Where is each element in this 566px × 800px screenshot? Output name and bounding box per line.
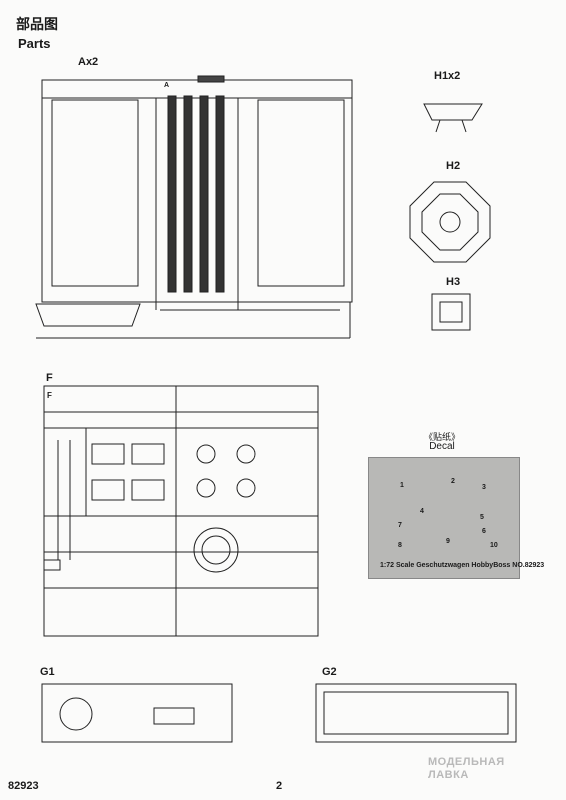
- decal-number-4: 4: [420, 508, 424, 515]
- sprue-a-right-block: [257, 99, 345, 287]
- part-h3-label: H3: [446, 276, 461, 288]
- watermark-line-2: ЛАВКА: [428, 769, 469, 781]
- decal-number-10: 10: [490, 542, 498, 549]
- page-number: 2: [276, 780, 283, 792]
- decal-number-9: 9: [446, 538, 450, 545]
- sprue-a-rail-1: [167, 95, 177, 293]
- sprue-a-tag: A: [164, 82, 170, 89]
- page-title-chinese: 部品图: [16, 16, 58, 32]
- decal-number-2: 2: [451, 478, 455, 485]
- decal-number-6: 6: [482, 528, 486, 535]
- decal-number-5: 5: [480, 514, 484, 521]
- sprue-f-frame: [43, 385, 319, 637]
- decal-number-7: 7: [398, 522, 402, 529]
- sprue-a-rail-3: [199, 95, 209, 293]
- part-h1: [423, 103, 483, 121]
- part-h1-label: H1x2: [434, 70, 461, 82]
- kit-code: 82923: [8, 780, 39, 792]
- decal-title-chinese: 《贴纸》: [423, 432, 460, 442]
- part-g2-label: G2: [322, 666, 337, 678]
- sprue-a-frame: [41, 79, 353, 303]
- watermark-line-1: МОДЕЛЬНАЯ: [428, 756, 505, 768]
- decal-number-3: 3: [482, 484, 486, 491]
- part-g1-label: G1: [40, 666, 55, 678]
- watermark-logo: МОДЕЛЬНАЯ ЛАВКА: [428, 756, 505, 782]
- part-h2-label: H2: [446, 160, 461, 172]
- decal-footer: 1:72 Scale Geschutzwagen HobbyBoss NO.82…: [380, 562, 545, 569]
- sprue-a-rail-4: [215, 95, 225, 293]
- part-g1: [41, 683, 233, 743]
- decal-number-8: 8: [398, 542, 402, 549]
- decal-number-1: 1: [400, 482, 404, 489]
- part-h2: [409, 181, 491, 263]
- sprue-f-tag: F: [47, 391, 52, 400]
- sprue-a-label: Ax2: [78, 56, 99, 68]
- sprue-a-left-block: [51, 99, 139, 287]
- sprue-a-tray: [35, 303, 141, 327]
- sprue-f-label: F: [46, 372, 53, 384]
- decal-title: Decal: [429, 441, 455, 452]
- sprue-a-rail-2: [183, 95, 193, 293]
- decal-sheet: [368, 457, 520, 579]
- page-title: Parts: [18, 36, 51, 51]
- part-h3: [431, 293, 471, 331]
- part-g2: [315, 683, 517, 743]
